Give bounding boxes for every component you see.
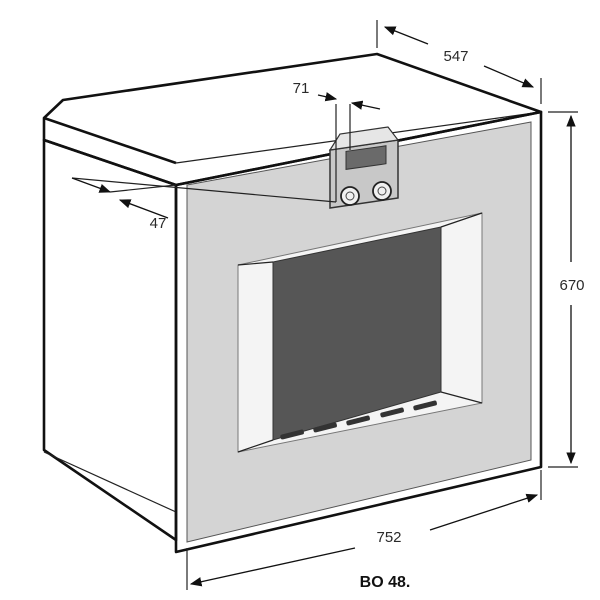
knob-left-icon [340,186,360,206]
dimension-width: 752 [186,470,542,590]
dimension-panel-offset: 71 [293,80,381,202]
model-label: BO 48. [360,574,411,591]
oven-door [174,110,543,554]
dimension-width-label: 752 [376,529,401,546]
knob-right-icon [372,181,392,201]
dimension-door-offset: 47 [71,177,337,232]
dimension-height: 670 [548,111,585,468]
door-vents [280,400,437,440]
dimension-panel-offset-label: 71 [293,80,310,97]
dimension-door-offset-label: 47 [150,215,167,232]
display-screen [345,145,387,170]
dimension-depth-label: 547 [443,48,468,65]
control-panel [328,126,400,209]
dimension-depth: 547 [376,20,542,104]
dimension-height-label: 670 [559,277,584,294]
